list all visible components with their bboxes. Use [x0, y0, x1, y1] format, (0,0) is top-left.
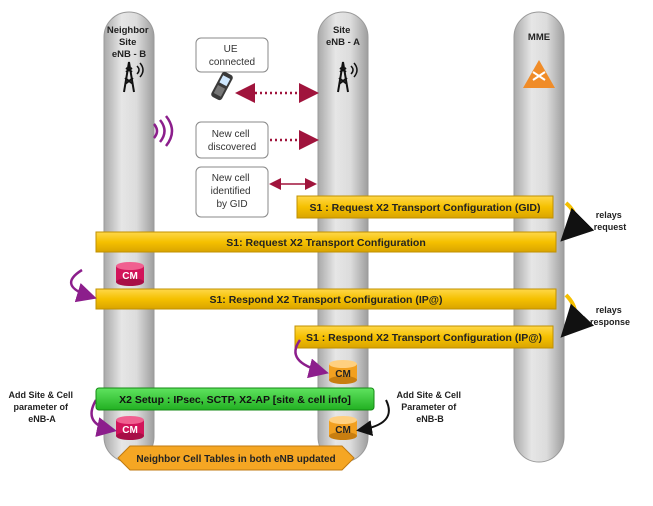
relay-request-arrow [560, 201, 595, 242]
x2-setup-text: X2 Setup : IPsec, SCTP, X2-AP [site & ce… [119, 394, 351, 406]
mme-router-icon [523, 60, 555, 88]
x2-setup-bar [95, 387, 375, 411]
msg-bar-request [95, 231, 557, 253]
antenna-icon [123, 61, 144, 93]
svg-text:CM: CM [335, 425, 351, 436]
update-arrow-enb-a [356, 399, 390, 437]
add-param-right-note: Add Site & Cell Parameter of eNB-B [396, 390, 463, 424]
msg-bar-request-gid [296, 195, 554, 219]
store-arrow-enb-a [294, 339, 329, 379]
radio-wave-icon [153, 115, 174, 147]
add-param-left-note: Add Site & Cell parameter of eNB-A [8, 390, 75, 424]
store-arrow-enb-b [69, 268, 97, 303]
msg-request-gid-text: S1 : Request X2 Transport Configuration … [309, 202, 540, 214]
relays-response-note: relays response [590, 305, 630, 327]
update-arrow-enb-b [90, 399, 117, 437]
enb-b-label: Neighbor Site eNB - B [107, 25, 151, 60]
event-box-ue-connected [195, 37, 269, 73]
svg-text:CM: CM [122, 425, 138, 436]
enb-a-label: Site eNB - A [326, 25, 360, 48]
msg-respond-text: S1: Respond X2 Transport Configuration (… [209, 294, 442, 306]
cm-database-icon: CM [116, 416, 144, 440]
relays-request-note: relays request [594, 210, 627, 232]
antenna-icon [337, 61, 358, 93]
event-ue-connected-text: UE connected [209, 44, 255, 68]
svg-text:CM: CM [335, 369, 351, 380]
mobile-phone-icon [211, 71, 233, 101]
msg-bar-respond-ip [294, 325, 554, 349]
cm-database-icon: CM [116, 262, 144, 286]
event-box-identified [195, 166, 269, 218]
neighbor-table-banner [117, 445, 355, 471]
event-identified-text: New cell identified by GID [211, 173, 254, 210]
cm-database-icon: CM [329, 416, 357, 440]
event-box-new-cell [195, 121, 269, 159]
msg-request-text: S1: Request X2 Transport Configuration [226, 237, 426, 249]
cm-database-icon: CM [329, 360, 357, 384]
msg-respond-ip-text: S1 : Respond X2 Transport Configuration … [306, 332, 542, 344]
svg-text:CM: CM [122, 271, 138, 282]
relay-response-arrow [560, 293, 595, 338]
banner-text: Neighbor Cell Tables in both eNB updated [136, 454, 335, 465]
mme-label: MME [528, 32, 550, 43]
event-new-cell-text: New cell discovered [208, 129, 256, 153]
